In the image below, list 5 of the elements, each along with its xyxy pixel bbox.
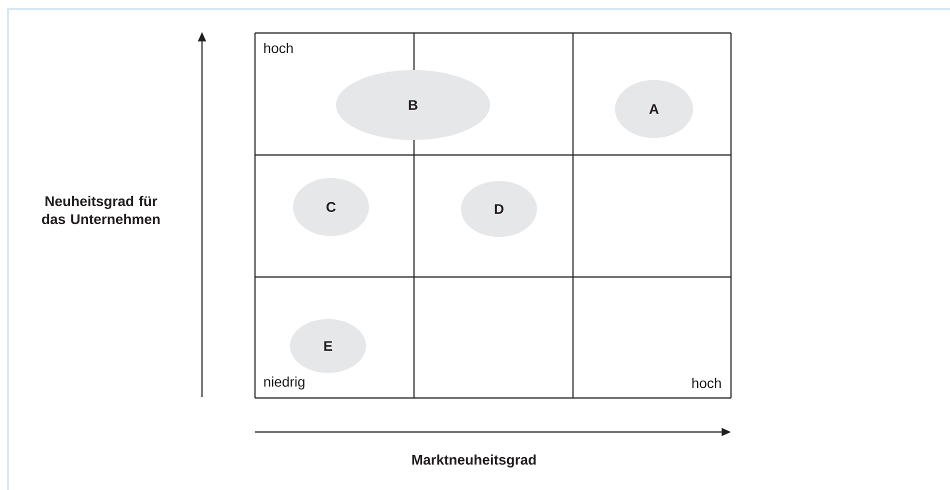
axis-level-label: hoch bbox=[692, 378, 721, 388]
axis-level-label: hoch bbox=[264, 42, 293, 54]
axis-title: Neuheitsgrad für das Unternehmen bbox=[42, 196, 160, 224]
axis-level-label: niedrig bbox=[264, 376, 304, 390]
axis-title: Marktneuheitsgrad bbox=[412, 454, 536, 468]
